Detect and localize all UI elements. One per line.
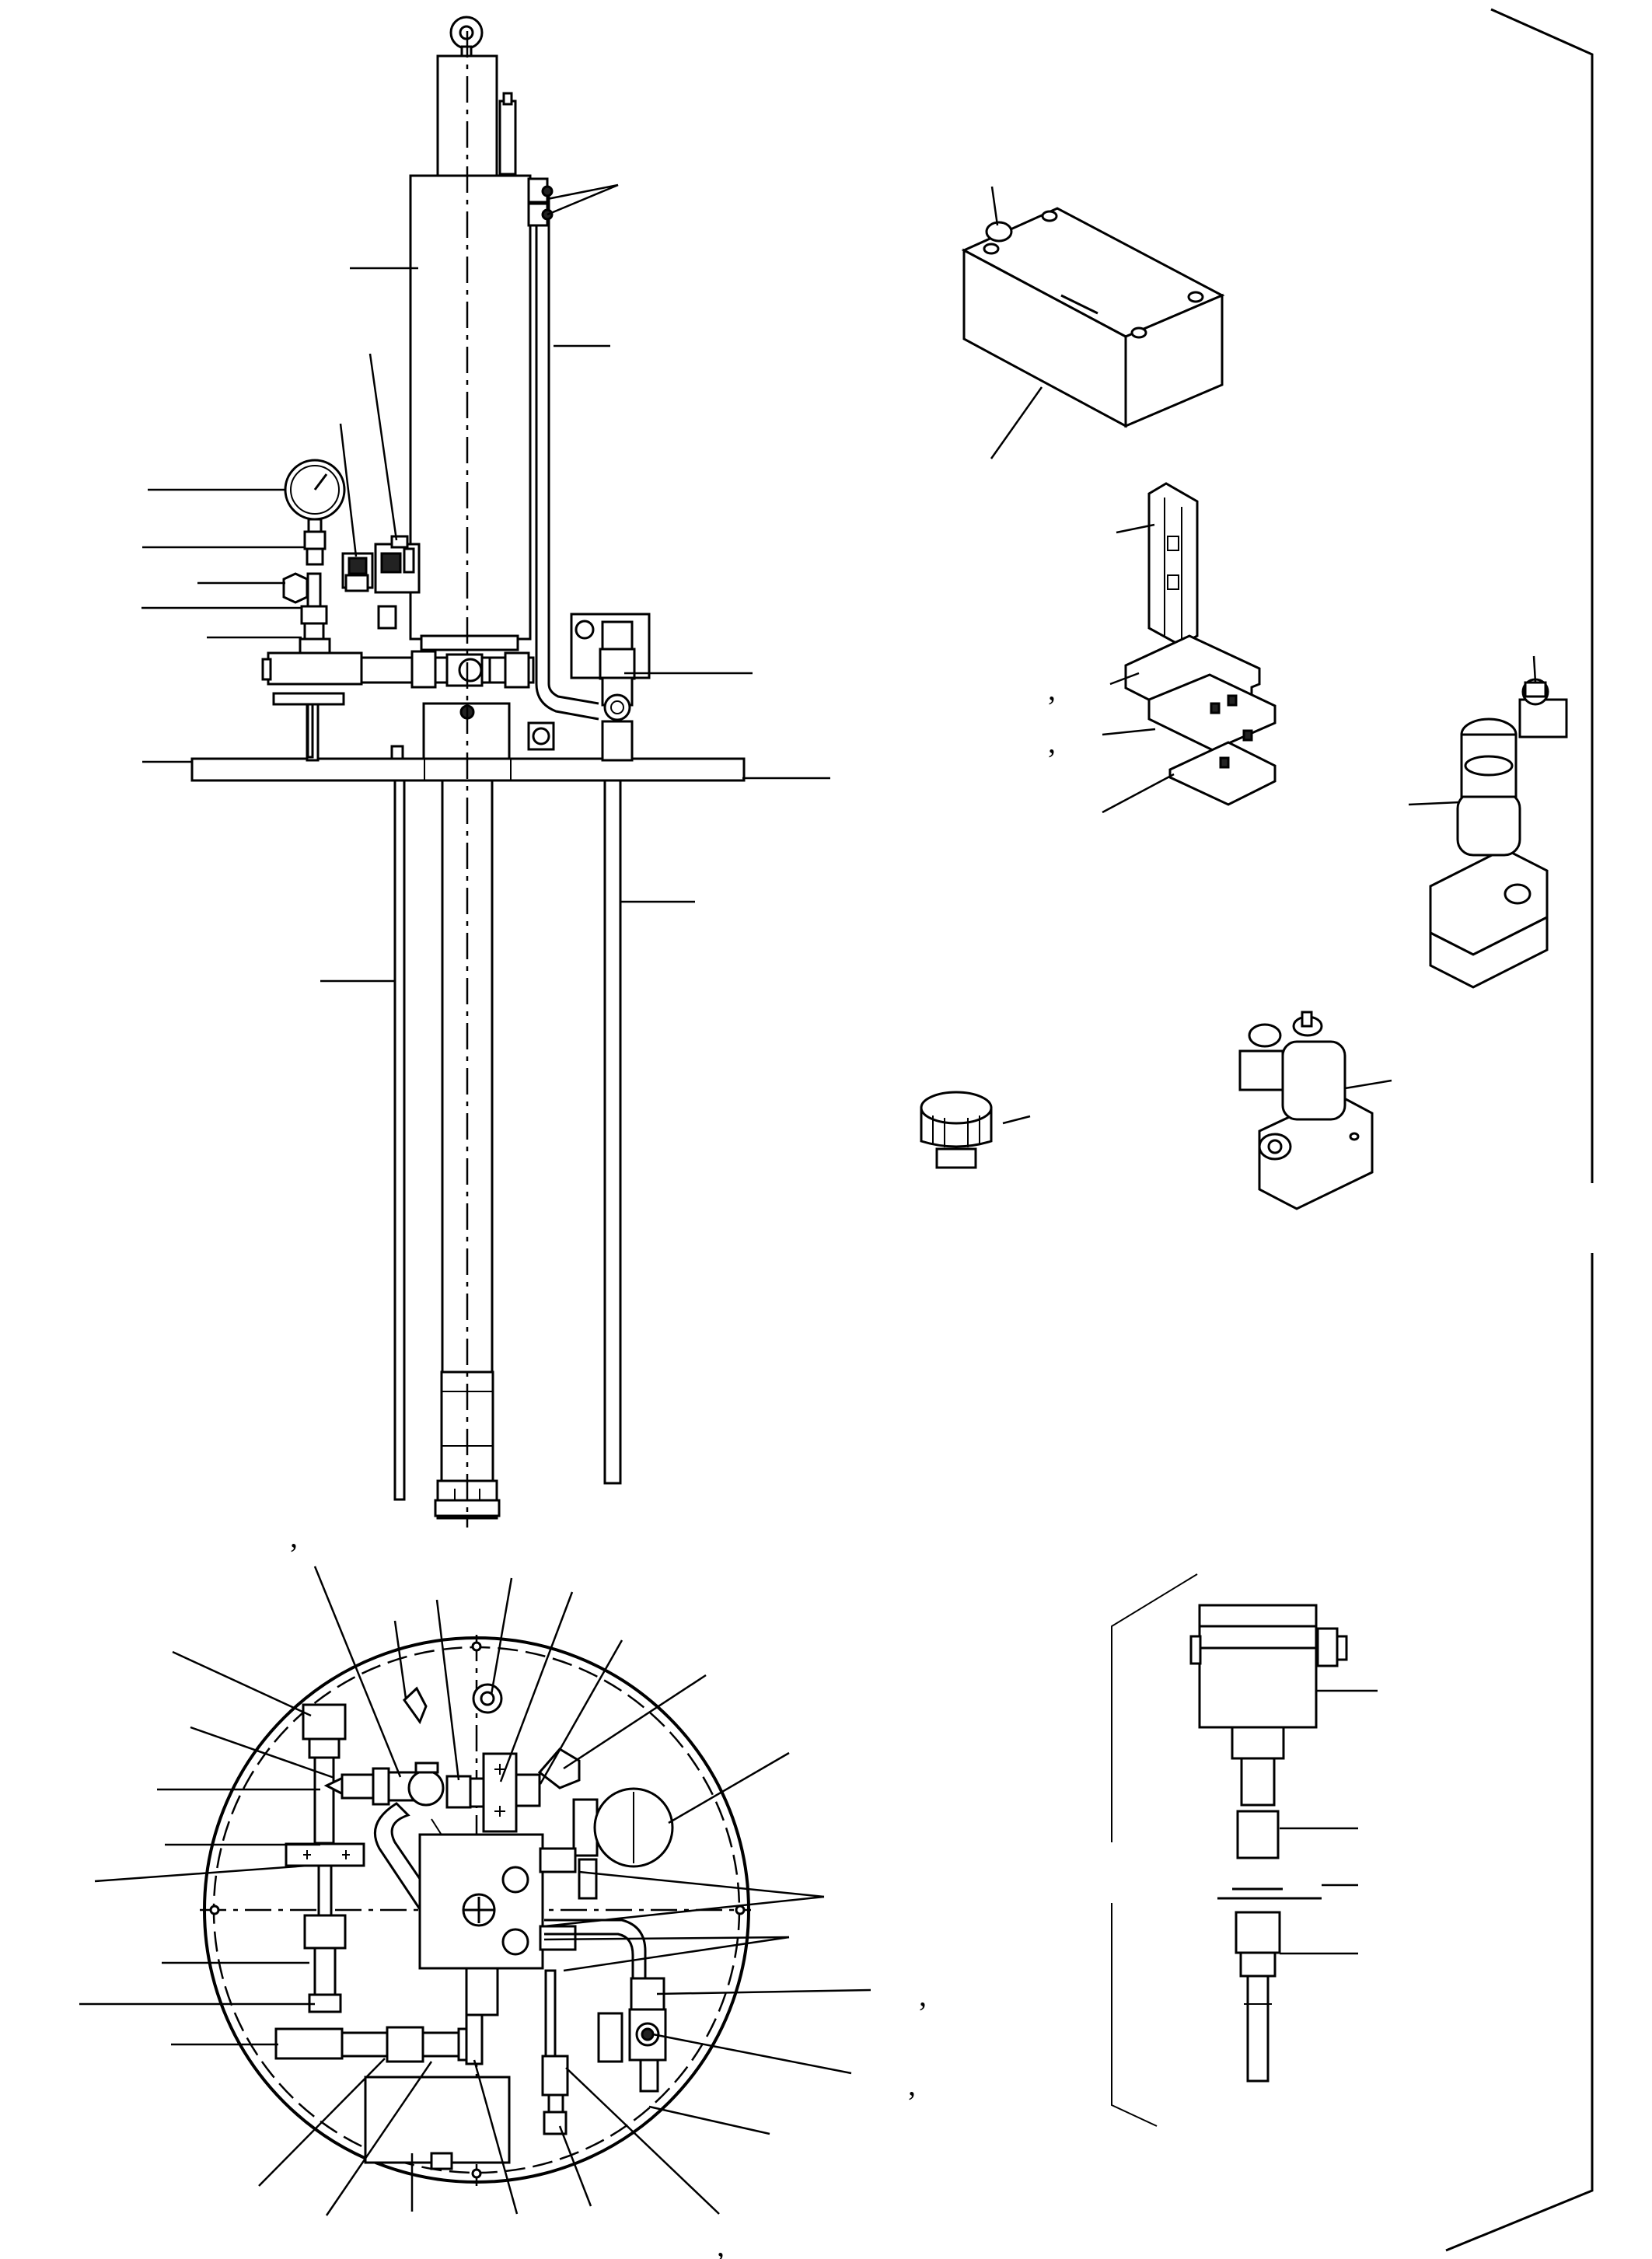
comma-mark: ,: [717, 2228, 725, 2259]
comma-mark: ,: [290, 1519, 298, 1554]
top-view-leaders: , , , ,: [79, 1519, 927, 2259]
main-assembly-leaders: [141, 183, 830, 983]
main-assembly-side-view: [190, 16, 746, 1528]
level-switch: [1189, 1604, 1378, 2083]
knurled-cap: [920, 1091, 1031, 1169]
din-rail-terminals: , ,: [1048, 482, 1277, 814]
sheet-border: [1111, 8, 1594, 2252]
comma-mark: ,: [1048, 724, 1056, 759]
comma-mark: ,: [1048, 672, 1056, 707]
top-view-plan: [200, 1635, 751, 2186]
comma-mark: ,: [919, 1978, 927, 2013]
solenoid-valve-large: [1408, 655, 1568, 989]
comma-mark: ,: [908, 2067, 916, 2102]
enclosure-box: [961, 186, 1225, 459]
solenoid-valve-small: [1238, 1011, 1392, 1210]
